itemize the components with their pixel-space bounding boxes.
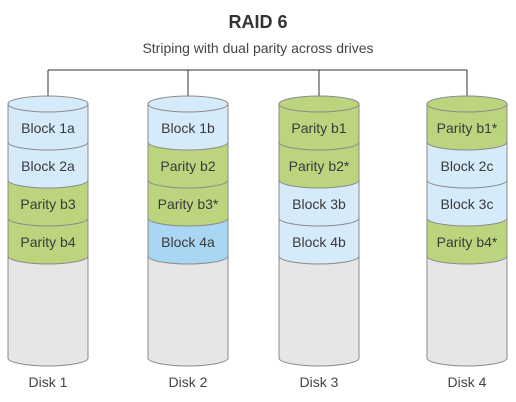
block-label: Parity b4 [20, 234, 75, 250]
data-block [426, 141, 508, 189]
parity-block [278, 141, 360, 189]
disk-4-top-cap [426, 95, 508, 113]
parity-block [426, 217, 508, 265]
block-label: Parity b3* [158, 196, 219, 212]
block-label: Block 3c [441, 196, 494, 212]
block-label: Parity b1 [291, 120, 346, 136]
disk-3: Block 4b Block 3b Parity b2* Parity b1 [278, 95, 360, 367]
block-label: Block 2a [21, 158, 75, 174]
disk-2-free-space [147, 255, 229, 367]
disk-2: Block 4a Parity b3* Parity b2 Block 1b [147, 95, 229, 367]
block-label: Block 4a [161, 234, 215, 250]
block-label: Block 1b [161, 120, 215, 136]
disk-4-free-space [426, 255, 508, 367]
disk-1-label: Disk 1 [28, 374, 68, 390]
data-block [278, 217, 360, 265]
parity-block [147, 179, 229, 227]
data-block [7, 103, 89, 151]
disk-2-label: Disk 2 [168, 374, 208, 390]
block-label: Parity b2* [289, 158, 350, 174]
block-label: Parity b4* [437, 234, 498, 250]
data-block [426, 179, 508, 227]
parity-block [278, 103, 360, 151]
disk-3-top-cap [278, 95, 360, 113]
parity-block [7, 179, 89, 227]
bus-connector [47, 69, 468, 96]
block-label: Block 4b [292, 234, 346, 250]
block-label: Block 3b [292, 196, 346, 212]
disk-1-top-cap [7, 95, 89, 113]
disk-array: Parity b4 Parity b3 Block 2a Block 1a Block … [7, 95, 508, 367]
block-label: Parity b2 [160, 158, 215, 174]
diagram-subtitle: Striping with dual parity across drives [142, 40, 374, 56]
data-block [278, 179, 360, 227]
block-label: Parity b1* [437, 120, 498, 136]
disk-1-free-space [7, 255, 89, 367]
disk-2-top-cap [147, 95, 229, 113]
block-label: Block 1a [21, 120, 75, 136]
block-label: Block 2c [441, 158, 494, 174]
block-label: Parity b3 [20, 196, 75, 212]
parity-block [7, 217, 89, 265]
parity-block [426, 103, 508, 151]
disk-4-label: Disk 4 [447, 374, 487, 390]
disk-4: Parity b4* Block 3c Block 2c Parity b1* [426, 95, 508, 367]
disk-3-label: Disk 3 [299, 374, 339, 390]
data-block [147, 217, 229, 265]
data-block [7, 141, 89, 189]
disk-1: Parity b4 Parity b3 Block 2a Block 1a [7, 95, 89, 367]
diagram-title: RAID 6 [228, 12, 288, 32]
disk-3-free-space [278, 255, 360, 367]
data-block [147, 103, 229, 151]
parity-block [147, 141, 229, 189]
